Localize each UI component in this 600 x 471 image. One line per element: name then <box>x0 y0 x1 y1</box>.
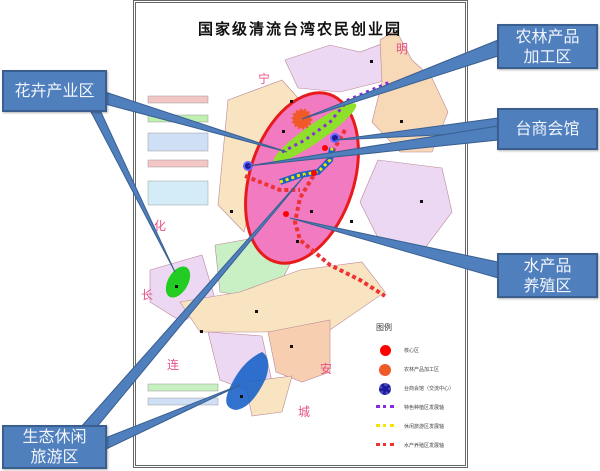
yellow-arrow-icon <box>376 423 394 430</box>
place-label: 明 <box>396 42 409 56</box>
callout-label: 农林产品加工区 <box>515 26 580 66</box>
map-title: 国家级清流台湾农民创业园 <box>197 20 402 38</box>
callout-label: 台商会馆 <box>515 119 580 138</box>
region-south <box>179 261 386 333</box>
place-label: 连 <box>167 358 180 372</box>
callout-label: 花卉产业区 <box>14 81 95 100</box>
place-label: 城 <box>298 405 311 419</box>
legend-label: 农林产品加工区 <box>404 367 440 373</box>
legend-item: 特色种植区发展轴 <box>372 398 462 417</box>
legend-label: 特色种植区发展轴 <box>404 405 445 411</box>
core-red-dot <box>311 170 317 176</box>
town-dots <box>175 60 423 398</box>
callout-pointers <box>78 39 499 453</box>
orange-sun-icon <box>379 363 391 376</box>
aquatic-axis-west <box>244 174 300 192</box>
red-arrow-icon <box>376 442 394 449</box>
legend-label: 水产养殖区发展轴 <box>404 443 445 449</box>
purple-arrow-icon <box>376 404 394 411</box>
legend-item: 台商会馆（交流中心） <box>372 379 462 398</box>
place-label: 安 <box>320 362 333 376</box>
callout-label: 水产品养殖区 <box>523 255 572 295</box>
callout-aquatic-zone[interactable]: 水产品养殖区 <box>497 253 598 298</box>
taishang-hall-icon[interactable] <box>330 133 340 143</box>
legend-title: 图例 <box>376 323 392 332</box>
info-boxes <box>147 95 219 406</box>
callout-taishang-hall[interactable]: 台商会馆 <box>497 108 598 150</box>
blue-sun-icon <box>379 382 391 395</box>
flower-zone-west[interactable] <box>161 262 195 301</box>
core-red-dot <box>283 211 289 217</box>
red-dot-icon <box>379 345 391 356</box>
legend-item: 休闲旅游区发展轴 <box>372 417 462 436</box>
callout-eco-tourism-zone[interactable]: 生态休闲旅游区 <box>2 425 107 469</box>
place-label: 长 <box>141 288 154 302</box>
legend-item: 农林产品加工区 <box>372 360 462 379</box>
core-red-dot <box>322 145 328 151</box>
eco-zone-blue[interactable] <box>226 352 269 410</box>
legend-item: 核心区 <box>372 341 462 360</box>
legend-label: 台商会馆（交流中心） <box>404 386 455 392</box>
place-label: 宁 <box>258 72 271 86</box>
region-south-orange <box>267 319 331 383</box>
map-legend: 图例 核心区 农林产品加工区 台商会馆（交流中心） 特色种植区发展轴 休闲旅游区… <box>372 322 462 455</box>
legend-label: 休闲旅游区发展轴 <box>404 424 445 430</box>
callout-flower-zone[interactable]: 花卉产业区 <box>2 70 107 112</box>
legend-label: 核心区 <box>404 348 420 354</box>
place-label: 化 <box>154 219 167 233</box>
legend-item: 水产养殖区发展轴 <box>372 436 462 455</box>
callout-processing-zone[interactable]: 农林产品加工区 <box>497 24 598 69</box>
planting-axis <box>281 80 391 154</box>
flower-belt[interactable] <box>269 97 361 169</box>
callout-label: 生态休闲旅游区 <box>22 427 87 466</box>
